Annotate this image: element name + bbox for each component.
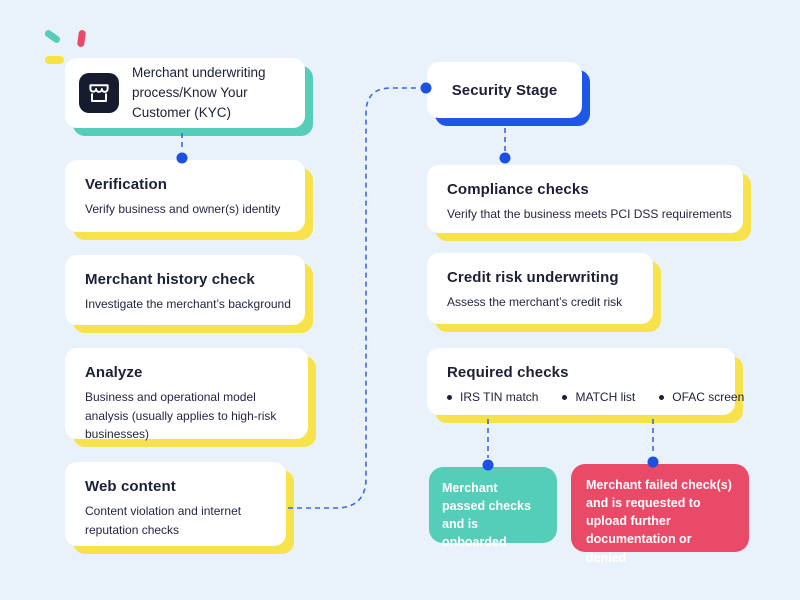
connector-webcontent-to-security: [288, 87, 418, 509]
security-stage-title: Security Stage: [451, 81, 558, 99]
required-check-label: MATCH list: [575, 390, 636, 404]
bullet-dot-icon: [562, 394, 568, 400]
bullet-dot-icon: [659, 394, 665, 400]
credit-risk-title: Credit risk underwriting: [447, 269, 619, 286]
kyc-process-card: Merchant underwriting process/Know Your …: [65, 58, 305, 128]
web-content-description: Content violation and internet reputatio…: [85, 504, 242, 537]
storefront-icon: [79, 73, 119, 113]
required-check-item: OFAC screen: [659, 390, 744, 404]
merchant-history-title: Merchant history check: [85, 271, 255, 288]
required-check-label: OFAC screen: [672, 390, 745, 404]
merchant-history-card: Merchant history check Investigate the m…: [65, 255, 305, 325]
compliance-checks-description: Verify that the business meets PCI DSS r…: [447, 207, 732, 221]
compliance-checks-card: Compliance checks Verify that the busine…: [427, 165, 743, 233]
verification-description: Verify business and owner(s) identity: [85, 202, 281, 216]
logo-yellow-dash-icon: [45, 56, 64, 64]
required-check-item: IRS TIN match: [447, 390, 538, 404]
required-check-item: MATCH list: [562, 390, 635, 404]
required-checks-list: IRS TIN match MATCH list OFAC screen: [447, 390, 744, 404]
analyze-title: Analyze: [85, 364, 143, 381]
logo-teal-dash-icon: [43, 28, 62, 45]
required-check-label: IRS TIN match: [460, 390, 539, 404]
analyze-description: Business and operational model analysis …: [85, 390, 277, 442]
connector-dot: [499, 152, 511, 164]
outcome-failed-card: Merchant failed check(s) and is requeste…: [571, 464, 749, 565]
compliance-checks-title: Compliance checks: [447, 181, 589, 198]
outcome-passed-card: Merchant passed checks and is onboarded: [429, 467, 557, 549]
kyc-process-title: Merchant underwriting process/Know Your …: [132, 64, 266, 121]
security-stage-card: Security Stage: [427, 62, 582, 118]
bullet-dot-icon: [447, 394, 452, 400]
analyze-card: Analyze Business and operational model a…: [65, 348, 308, 441]
required-checks-card: Required checks IRS TIN match MATCH list…: [427, 348, 744, 415]
credit-risk-card: Credit risk underwriting Assess the merc…: [427, 253, 653, 324]
required-checks-title: Required checks: [447, 364, 569, 381]
credit-risk-description: Assess the merchant’s credit risk: [447, 295, 623, 309]
web-content-card: Web content Content violation and intern…: [65, 462, 286, 546]
verification-card: Verification Verify business and owner(s…: [65, 160, 305, 232]
verification-title: Verification: [85, 176, 168, 193]
web-content-title: Web content: [85, 478, 176, 495]
merchant-history-description: Investigate the merchant’s background: [85, 297, 291, 311]
logo-red-dash-icon: [76, 29, 87, 48]
